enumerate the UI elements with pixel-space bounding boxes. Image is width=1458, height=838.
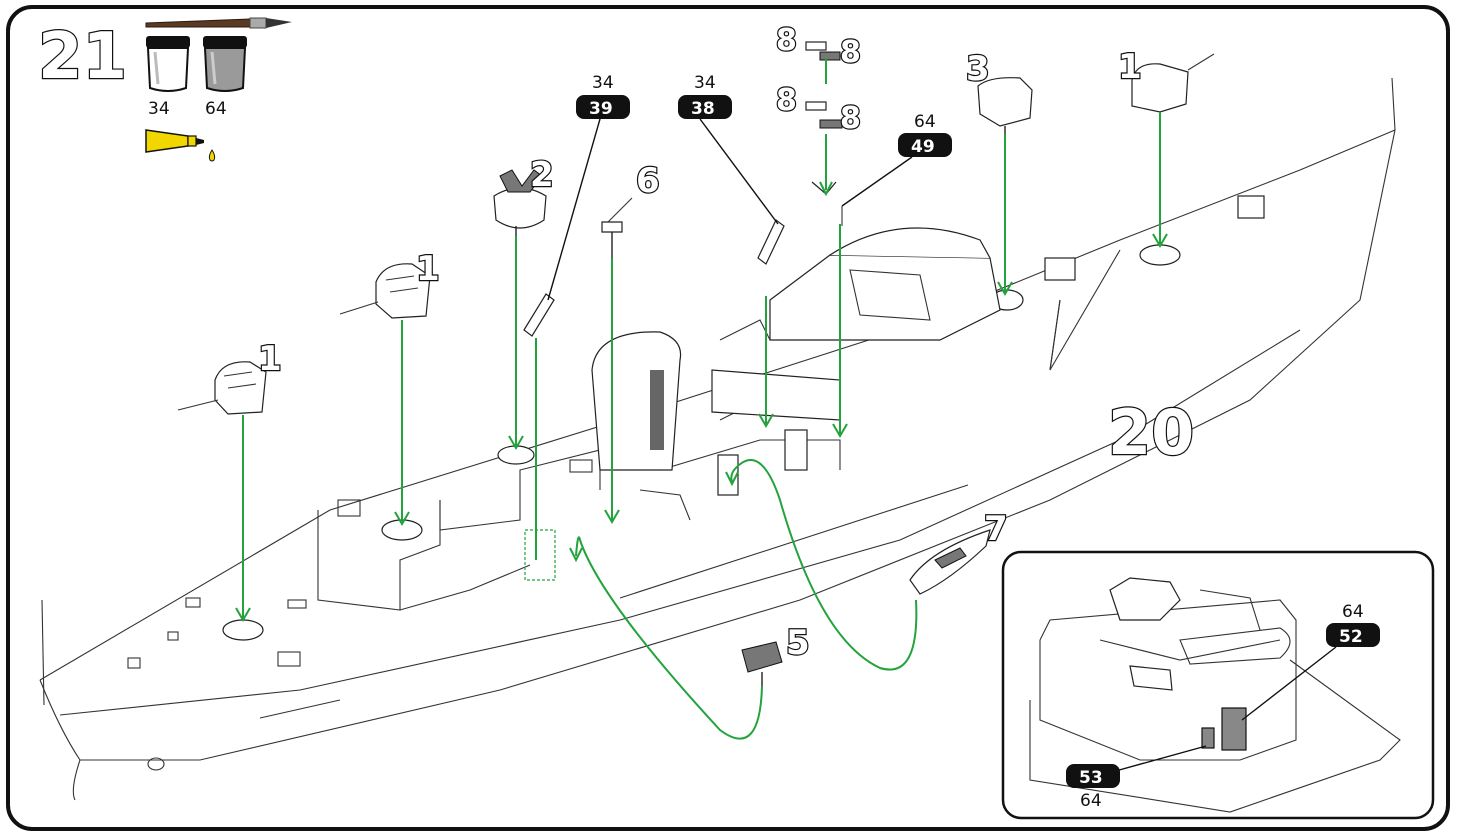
callout-53-part: 53: [1079, 768, 1103, 788]
part-label-mount-2: 2: [530, 155, 554, 195]
part-label-turret-1-aft: 1: [1118, 47, 1142, 87]
part-label-turret-1-mid: 1: [416, 249, 440, 289]
part-5: [741, 641, 783, 686]
detail-inset: [1001, 550, 1435, 820]
previous-step-number: 20: [1108, 396, 1194, 469]
callout-52-part: 52: [1339, 627, 1363, 647]
paint-brush-icon: [145, 17, 292, 29]
page-frame: [6, 5, 1450, 831]
glue-tube-icon: [145, 129, 216, 162]
callout-38-part: 38: [691, 99, 715, 119]
callout-49-part: 49: [911, 137, 935, 157]
part-label-8d: 8: [840, 101, 861, 136]
callout-39-part: 39: [589, 99, 613, 119]
turret-1-aft: [1131, 53, 1215, 113]
main-superstructure: [524, 195, 1265, 581]
paint-label-64: 64: [205, 99, 227, 119]
ladder-38: [757, 219, 785, 265]
callout-53-paint: 64: [1080, 791, 1102, 811]
part-label-6: 6: [636, 161, 660, 201]
callout-49-paint: 64: [914, 112, 936, 132]
funnel: [591, 331, 682, 471]
callout-49-badge: [898, 133, 952, 157]
parts-8: [805, 41, 843, 195]
part-label-5: 5: [786, 623, 810, 663]
callout-53-badge: [1066, 764, 1120, 788]
director-3: [977, 77, 1033, 134]
callout-39-badge: [576, 95, 630, 119]
step-number: 21: [38, 20, 127, 94]
callout-38-badge: [678, 95, 732, 119]
part-label-8b: 8: [840, 35, 861, 70]
part-label-7: 7: [984, 509, 1008, 549]
assembly-arrows: [235, 58, 1168, 740]
part-label-8c: 8: [776, 83, 797, 118]
part-6: [601, 197, 633, 258]
mount-2: [493, 169, 547, 238]
callout-38-paint: 34: [694, 73, 716, 93]
paint-label-34: 34: [148, 99, 170, 119]
part-label-8a: 8: [776, 23, 797, 58]
part-label-3: 3: [966, 49, 990, 89]
callout-39-paint: 34: [592, 73, 614, 93]
part-label-turret-1-fore: 1: [258, 339, 282, 379]
turret-1-mid: [339, 263, 431, 319]
turret-1-fore: [177, 361, 267, 415]
callout-52-badge: [1326, 623, 1380, 647]
ladder-39: [523, 293, 555, 337]
boat-7: [909, 529, 991, 595]
paint-jar-64: [203, 36, 247, 92]
paint-jar-34: [146, 36, 190, 92]
callout-52-paint: 64: [1342, 602, 1364, 622]
